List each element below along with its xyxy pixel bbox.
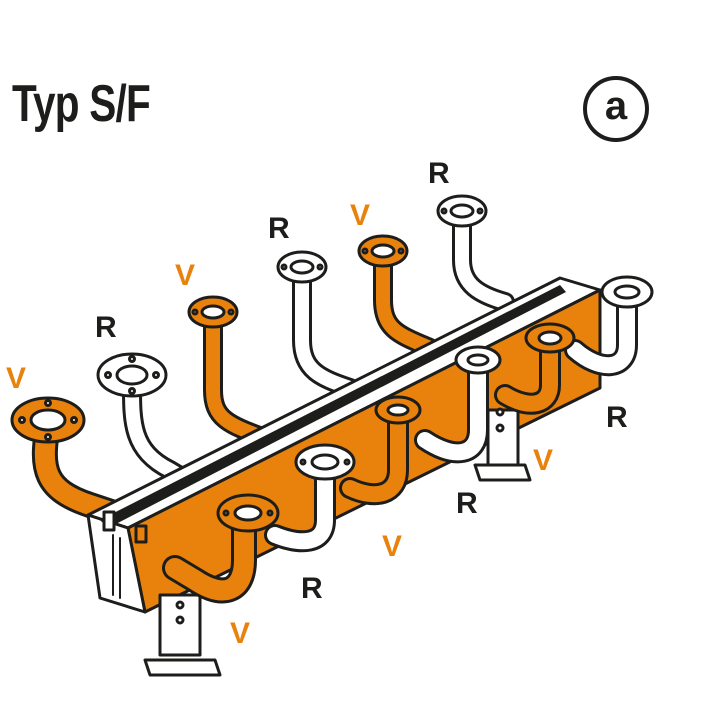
flange-supply-5 xyxy=(374,395,422,425)
variant-badge: a xyxy=(583,76,649,142)
label-return: R xyxy=(428,157,450,190)
flange-supply-2 xyxy=(187,295,239,329)
flange-return-4 xyxy=(294,443,356,481)
label-supply: V xyxy=(175,259,195,292)
label-supply: V xyxy=(6,362,26,395)
flange-supply-4 xyxy=(216,493,280,533)
flange-supply-1 xyxy=(10,396,86,444)
support-right xyxy=(486,408,520,470)
flange-return-3 xyxy=(436,194,488,228)
flange-supply-3 xyxy=(357,234,409,268)
flange-return-2 xyxy=(276,250,328,284)
variant-badge-letter: a xyxy=(604,84,628,128)
support-left xyxy=(158,593,202,657)
diagram-title: Typ S/F xyxy=(12,75,151,133)
flange-supply-6 xyxy=(524,322,576,354)
label-return: R xyxy=(456,487,478,520)
label-supply: V xyxy=(350,199,370,232)
flange-return-6 xyxy=(600,275,654,309)
label-return: R xyxy=(95,311,117,344)
label-return: R xyxy=(268,212,290,245)
label-return: R xyxy=(606,401,628,434)
label-supply: V xyxy=(382,530,402,563)
label-supply: V xyxy=(533,444,553,477)
label-supply: V xyxy=(230,617,250,650)
flange-return-1 xyxy=(96,352,168,398)
flange-return-5 xyxy=(454,345,502,375)
label-return: R xyxy=(301,572,323,605)
